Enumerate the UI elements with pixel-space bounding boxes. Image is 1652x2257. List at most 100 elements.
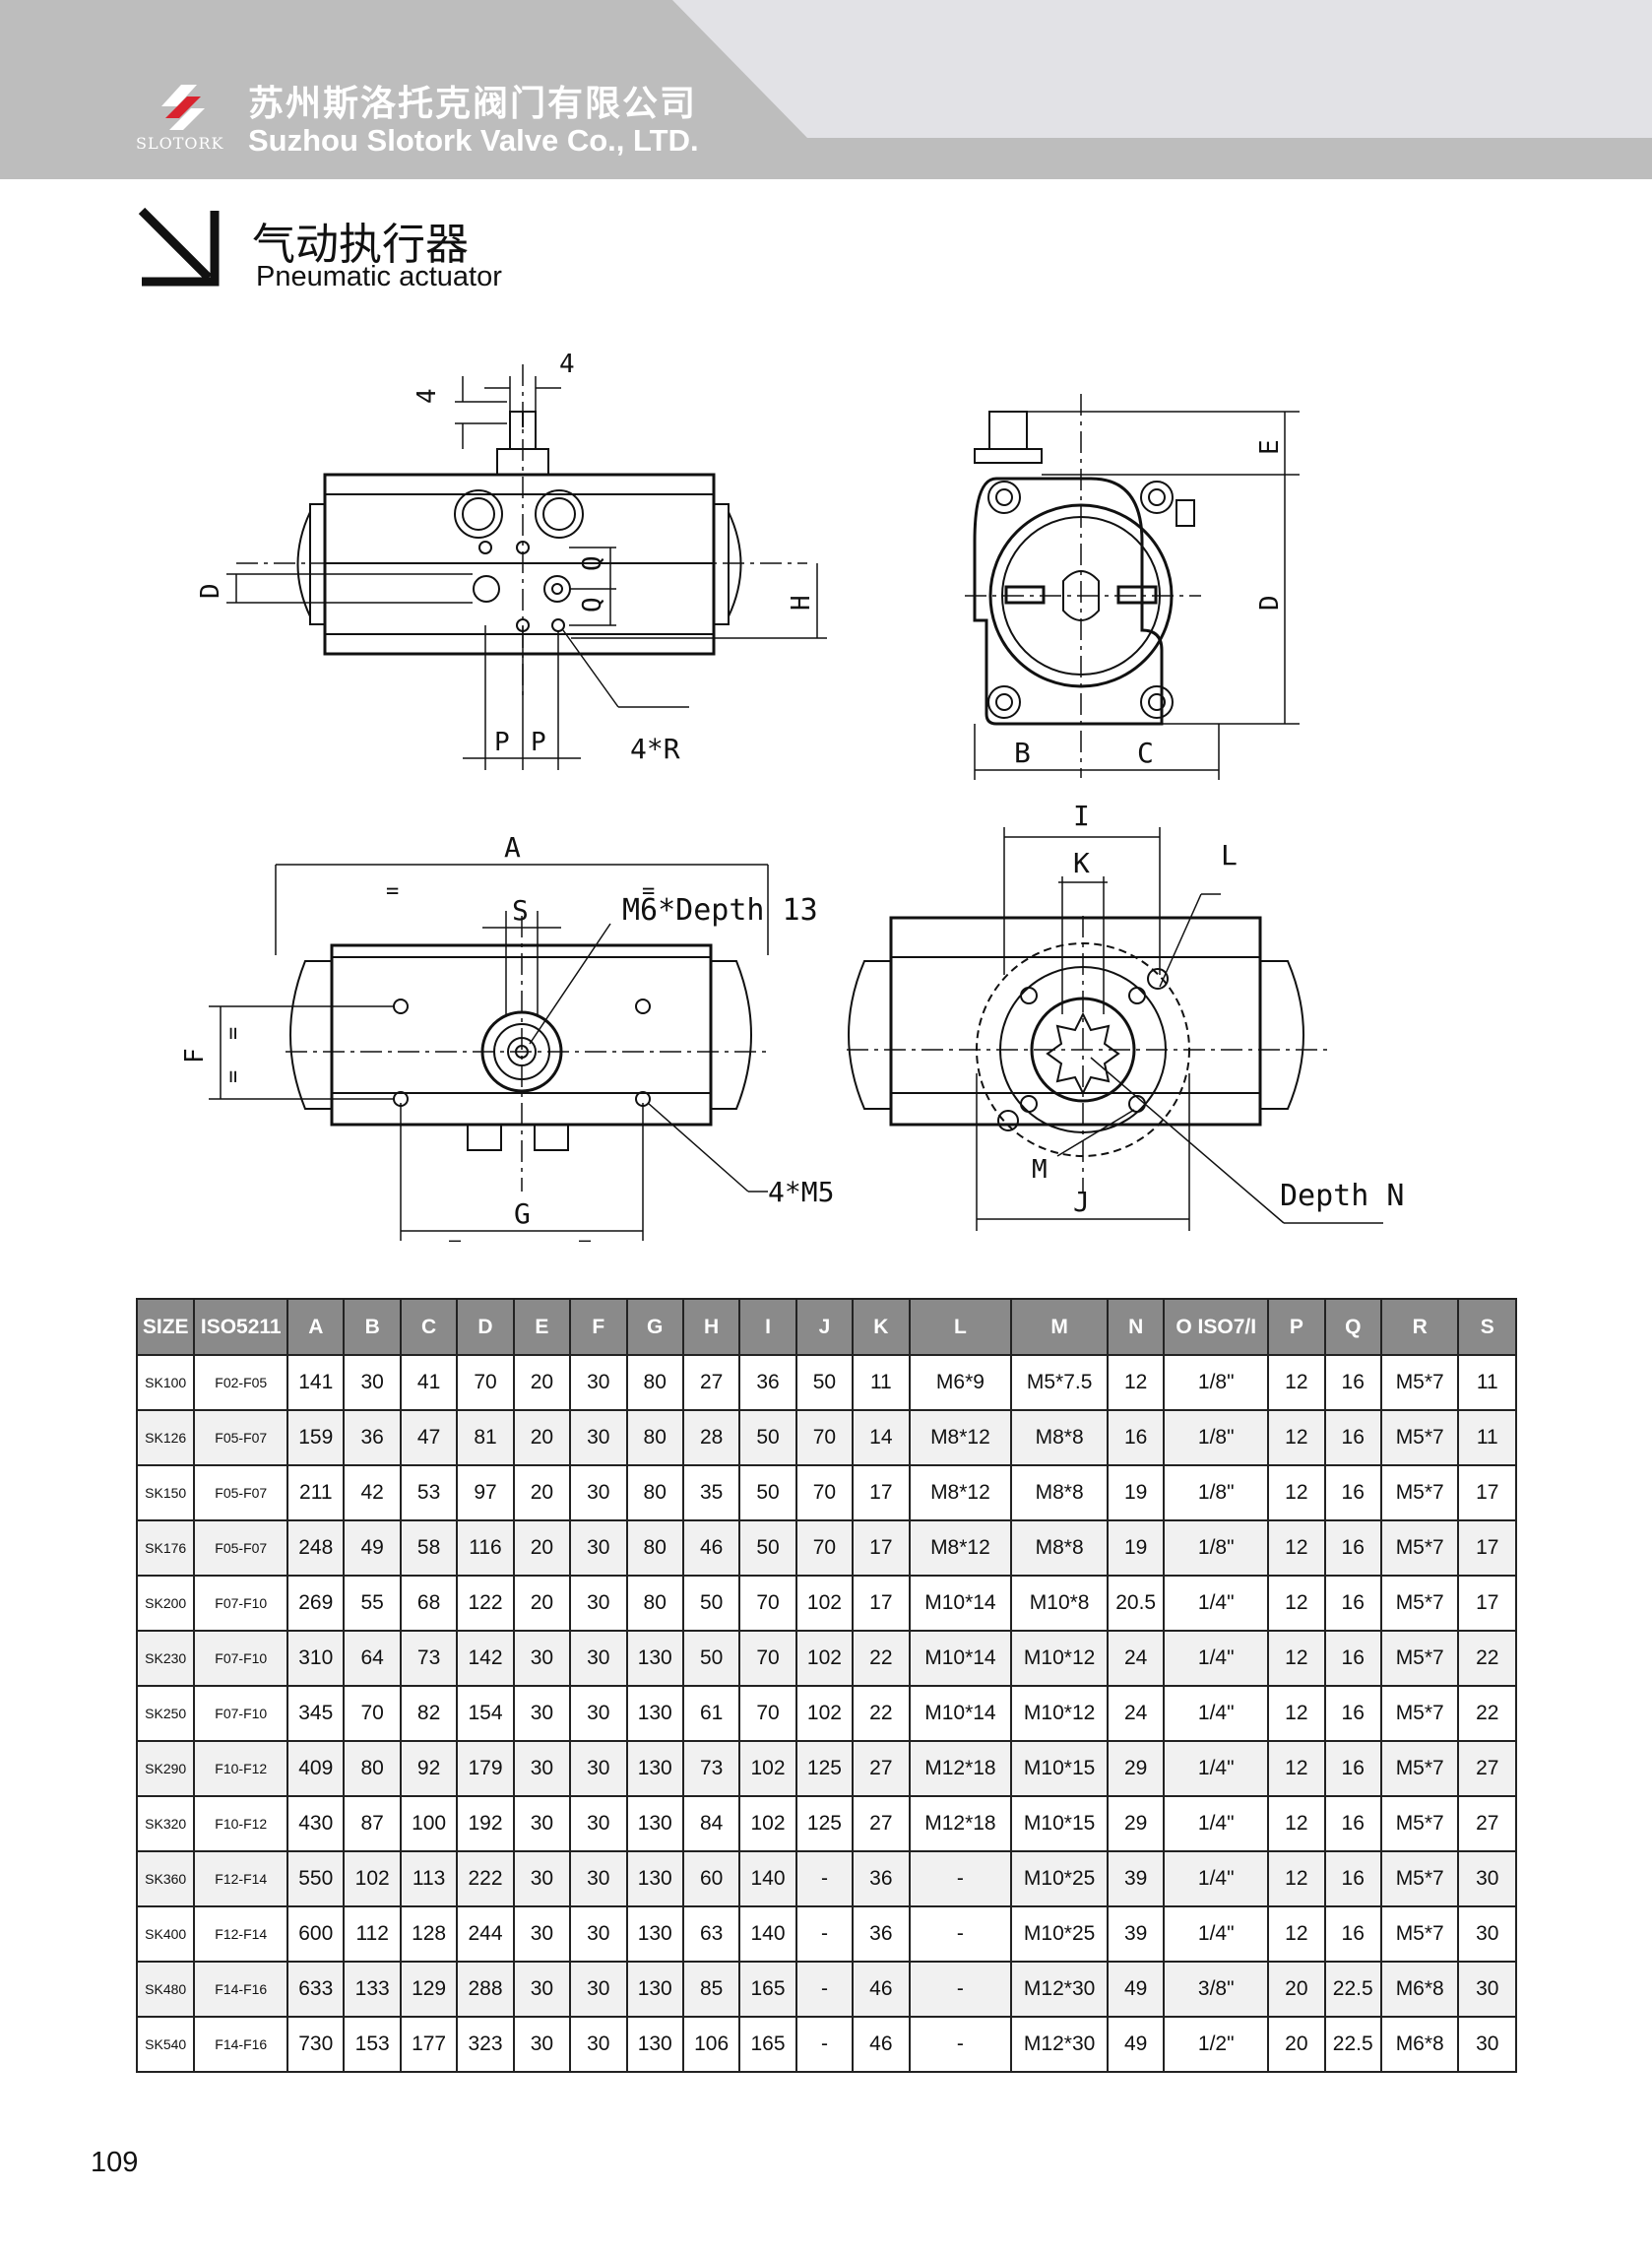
table-cell: 53 <box>399 1464 459 1521</box>
table-cell: 36 <box>738 1354 797 1411</box>
table-cell: SK176 <box>135 1519 196 1577</box>
column-header: P <box>1267 1298 1326 1356</box>
company-name-en: Suzhou Slotork Valve Co., LTD. <box>248 123 699 158</box>
table-cell: 50 <box>738 1409 797 1466</box>
table-cell: 140 <box>738 1905 797 1963</box>
dim-4-horizontal: 4 <box>559 350 575 379</box>
table-cell: 430 <box>286 1795 346 1852</box>
table-cell: 30 <box>512 1740 572 1797</box>
table-cell: SK230 <box>135 1630 196 1687</box>
table-cell: 1/4" <box>1163 1630 1270 1687</box>
table-cell: M12*18 <box>908 1795 1013 1852</box>
table-cell: 1/4" <box>1163 1795 1270 1852</box>
table-cell: 17 <box>852 1575 911 1632</box>
table-cell: 1/8" <box>1163 1519 1270 1577</box>
table-cell: M10*25 <box>1010 1905 1109 1963</box>
table-cell: F07-F10 <box>193 1685 289 1742</box>
table-cell: M10*12 <box>1010 1685 1109 1742</box>
table-cell: 68 <box>399 1575 459 1632</box>
dim-h: H <box>787 595 816 611</box>
table-cell: 27 <box>852 1740 911 1797</box>
table-cell: 39 <box>1106 1905 1166 1963</box>
table-cell: 133 <box>343 1961 402 2018</box>
table-cell: 49 <box>1106 2016 1166 2073</box>
table-cell: 30 <box>512 2016 572 2073</box>
dim-4-vertical: 4 <box>413 388 442 404</box>
table-cell: 113 <box>399 1850 459 1907</box>
table-cell: 46 <box>681 1519 741 1577</box>
dim-k: K <box>1073 847 1090 879</box>
dim-a: A <box>504 831 521 864</box>
table-cell: 70 <box>456 1354 515 1411</box>
table-cell: 49 <box>343 1519 402 1577</box>
table-cell: 22 <box>852 1685 911 1742</box>
table-cell: 20 <box>512 1354 572 1411</box>
table-cell: 70 <box>738 1575 797 1632</box>
column-header: SIZE <box>135 1298 196 1356</box>
table-cell: 58 <box>399 1519 459 1577</box>
table-cell: 244 <box>456 1905 515 1963</box>
table-cell: 20 <box>512 1464 572 1521</box>
dim-eq-left: = <box>386 879 399 904</box>
table-cell: 30 <box>512 1685 572 1742</box>
table-cell: F12-F14 <box>193 1905 289 1963</box>
table-cell: M10*15 <box>1010 1740 1109 1797</box>
table-cell: 30 <box>512 1795 572 1852</box>
table-cell: 27 <box>852 1795 911 1852</box>
dim-p-left: P <box>494 728 510 757</box>
table-cell: 41 <box>399 1354 459 1411</box>
table-cell: 49 <box>1106 1961 1166 2018</box>
table-cell: 16 <box>1323 1354 1382 1411</box>
table-cell: 12 <box>1267 1850 1326 1907</box>
table-cell: M8*12 <box>908 1409 1013 1466</box>
table-cell: SK540 <box>135 2016 196 2073</box>
table-cell: 70 <box>738 1630 797 1687</box>
table-cell: 179 <box>456 1740 515 1797</box>
table-cell: 81 <box>456 1409 515 1466</box>
table-cell: 12 <box>1267 1740 1326 1797</box>
table-cell: 30 <box>569 1685 628 1742</box>
table-cell: 102 <box>794 1575 855 1632</box>
table-cell: 36 <box>852 1905 911 1963</box>
table-cell: 85 <box>681 1961 741 2018</box>
dim-eq-right: = <box>642 879 655 904</box>
table-cell: 16 <box>1323 1464 1382 1521</box>
table-cell: 1/4" <box>1163 1850 1270 1907</box>
table-cell: M8*12 <box>908 1464 1013 1521</box>
dim-g-dash-left: – <box>449 1228 462 1251</box>
table-cell: 12 <box>1267 1630 1326 1687</box>
table-cell: SK200 <box>135 1575 196 1632</box>
table-cell: 19 <box>1106 1464 1166 1521</box>
side-view <box>965 394 1300 780</box>
table-cell: 30 <box>343 1354 402 1411</box>
table-cell: 102 <box>343 1850 402 1907</box>
dim-depth-n: Depth N <box>1280 1179 1404 1213</box>
dim-s: S <box>512 894 529 927</box>
page-title-cn: 气动执行器 <box>252 220 469 270</box>
table-cell: 70 <box>794 1464 855 1521</box>
table-cell: 24 <box>1106 1685 1166 1742</box>
table-cell: M5*7 <box>1379 1354 1460 1411</box>
dim-p-right: P <box>531 728 546 757</box>
column-header: N <box>1106 1298 1166 1356</box>
table-cell: 80 <box>625 1409 684 1466</box>
table-cell: 19 <box>1106 1519 1166 1577</box>
table-cell: 130 <box>625 1740 684 1797</box>
table-cell: M8*12 <box>908 1519 1013 1577</box>
table-cell: 36 <box>343 1409 402 1466</box>
table-cell: M5*7 <box>1379 1740 1460 1797</box>
table-cell: 140 <box>738 1850 797 1907</box>
table-cell: 80 <box>343 1740 402 1797</box>
table-cell: 122 <box>456 1575 515 1632</box>
table-cell: 46 <box>852 1961 911 2018</box>
table-cell: F12-F14 <box>193 1850 289 1907</box>
table-cell: M12*30 <box>1010 1961 1109 2018</box>
table-cell: 55 <box>343 1575 402 1632</box>
table-cell: M6*8 <box>1379 2016 1460 2073</box>
table-cell: 73 <box>681 1740 741 1797</box>
table-cell: 129 <box>399 1961 459 2018</box>
column-header: G <box>625 1298 684 1356</box>
